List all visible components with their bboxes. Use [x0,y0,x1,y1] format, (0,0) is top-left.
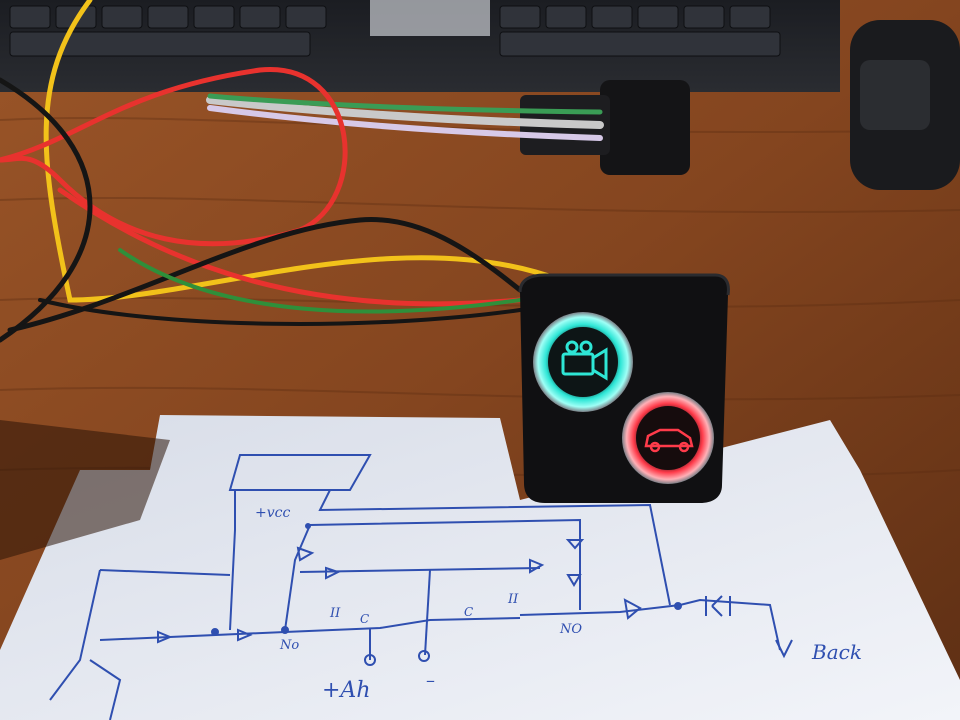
label-c-right: C [464,605,474,619]
label-no-right: NO [560,622,583,637]
label-no-left: No [280,638,300,653]
car-icon [644,428,694,453]
label-c-left: C [360,612,370,626]
label-ignition: +Ah [322,678,371,703]
plastic-bag [370,0,490,36]
schematic-lines [49,454,793,720]
label-coil-left: II [330,606,341,621]
shadow [0,420,170,560]
label-back: Back [812,640,862,664]
camera-button[interactable] [533,312,633,412]
label-vcc: +vcc [255,505,291,521]
black-device [850,20,960,190]
car-button[interactable] [622,392,714,484]
label-minus: – [426,670,435,691]
label-coil-right: II [508,592,519,607]
video-camera-icon [561,340,608,381]
wire-harness [0,0,604,343]
